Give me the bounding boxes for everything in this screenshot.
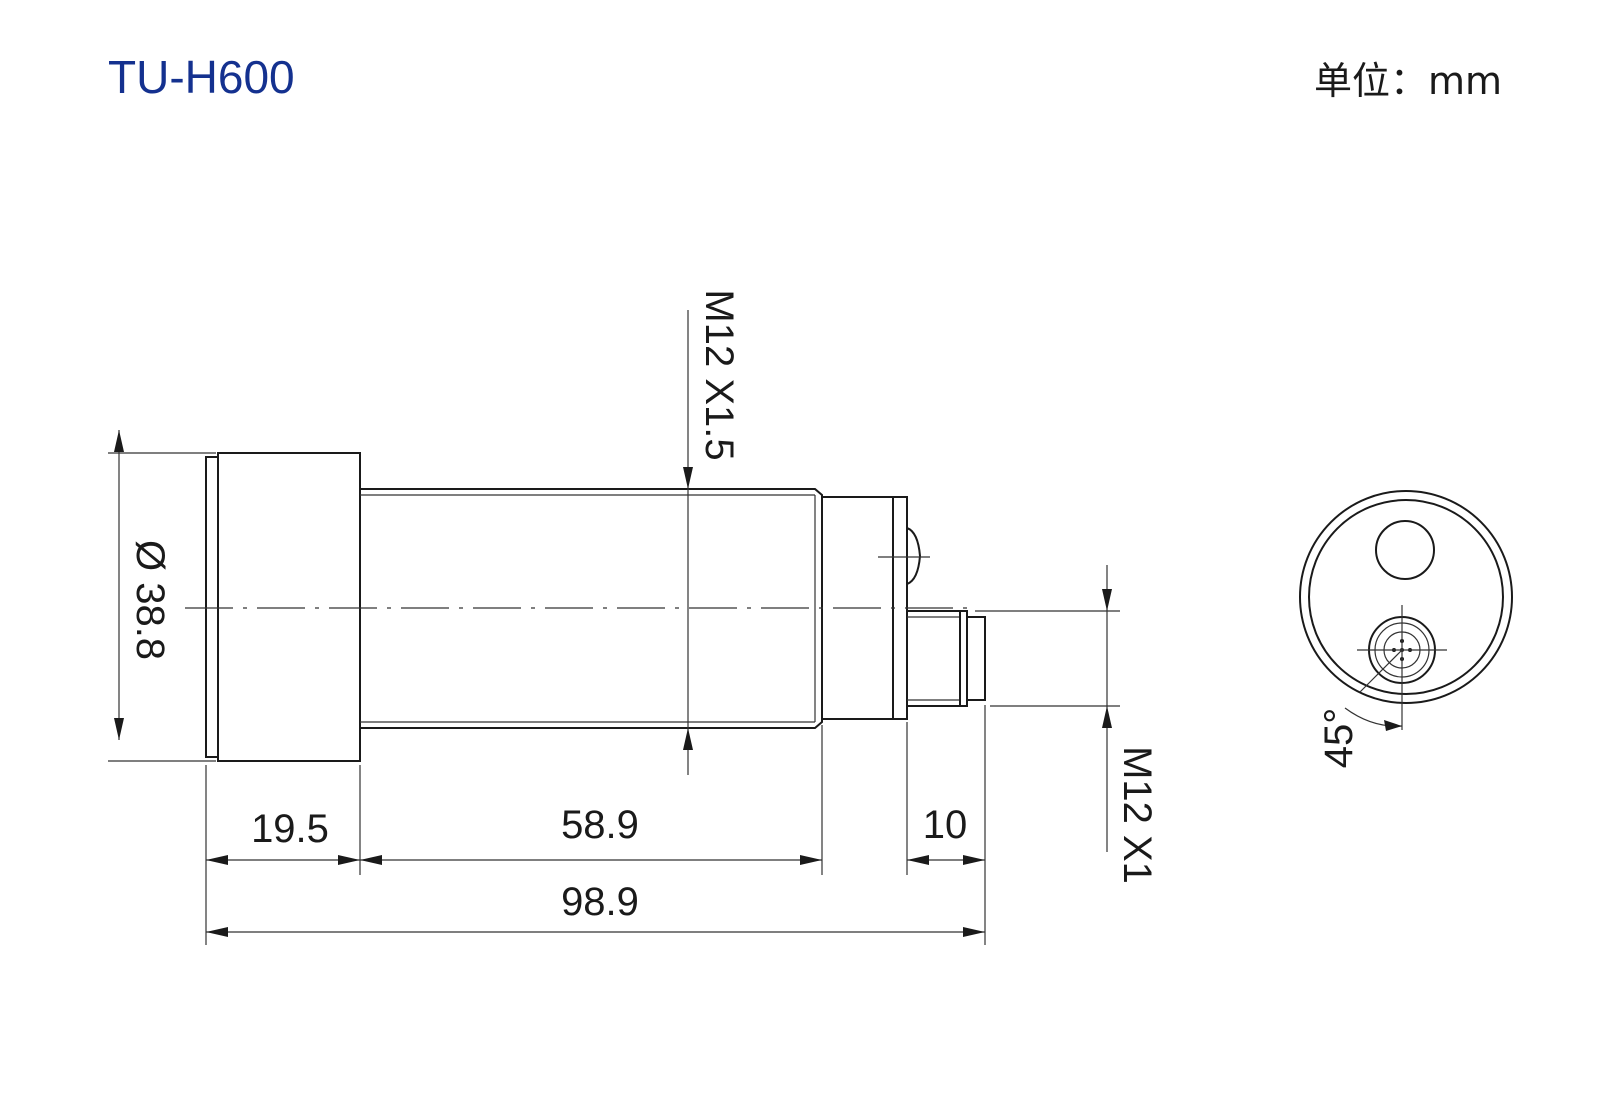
length-dimensions: 19.5 58.9 10 98.9 bbox=[205, 705, 986, 945]
length-body-label: 58.9 bbox=[561, 803, 639, 847]
sensor-side-view bbox=[185, 452, 986, 762]
end-view-inner-circle bbox=[1308, 499, 1504, 695]
drawing-title: TU-H600 bbox=[108, 51, 295, 103]
connector-tip bbox=[966, 616, 986, 701]
connector-thread-label: M12 X1 bbox=[1115, 746, 1159, 884]
sensor-end-view: 45° bbox=[1299, 490, 1513, 769]
connector-thread-dimension: M12 X1 bbox=[975, 565, 1159, 884]
length-total-label: 98.9 bbox=[561, 880, 639, 924]
led-indicator bbox=[906, 527, 922, 585]
connector-body bbox=[906, 610, 968, 707]
led-window bbox=[1375, 520, 1435, 580]
length-connector-label: 10 bbox=[923, 803, 968, 847]
unit-label: 单位：mm bbox=[1313, 59, 1502, 103]
length-head-label: 19.5 bbox=[251, 807, 329, 851]
front-thread-dimension: M12 X1.5 bbox=[683, 289, 741, 775]
head-body bbox=[217, 452, 361, 762]
diameter-label: Ø 38.8 bbox=[128, 540, 172, 660]
front-cap-lip bbox=[205, 456, 219, 758]
end-view-outer-circle bbox=[1299, 490, 1513, 704]
front-thread-label: M12 X1.5 bbox=[697, 289, 741, 460]
angle-label: 45° bbox=[1317, 708, 1361, 769]
diameter-dimension: Ø 38.8 bbox=[108, 430, 216, 762]
